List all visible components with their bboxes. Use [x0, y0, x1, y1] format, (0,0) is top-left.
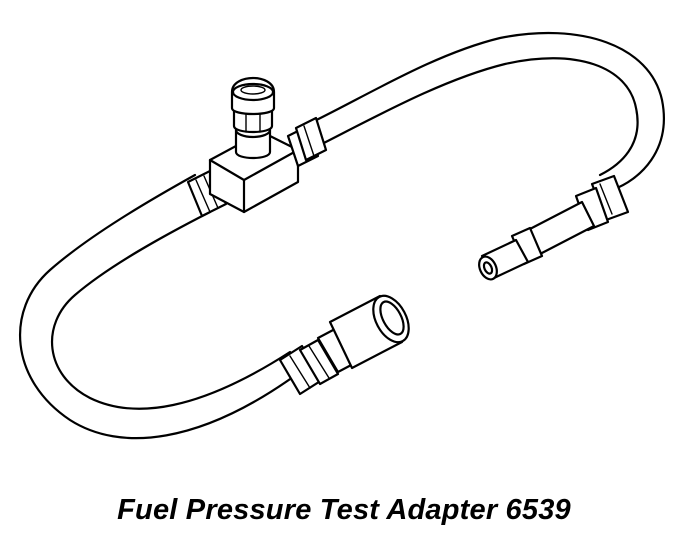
tee-fitting	[186, 76, 320, 218]
quick-connect-female-fitting	[278, 294, 410, 396]
quick-connect-male-fitting	[478, 174, 630, 281]
fuel-hose	[19, 31, 665, 440]
tee-outlet-ferrule	[294, 116, 328, 162]
figure-caption: Fuel Pressure Test Adapter 6539	[117, 494, 571, 526]
